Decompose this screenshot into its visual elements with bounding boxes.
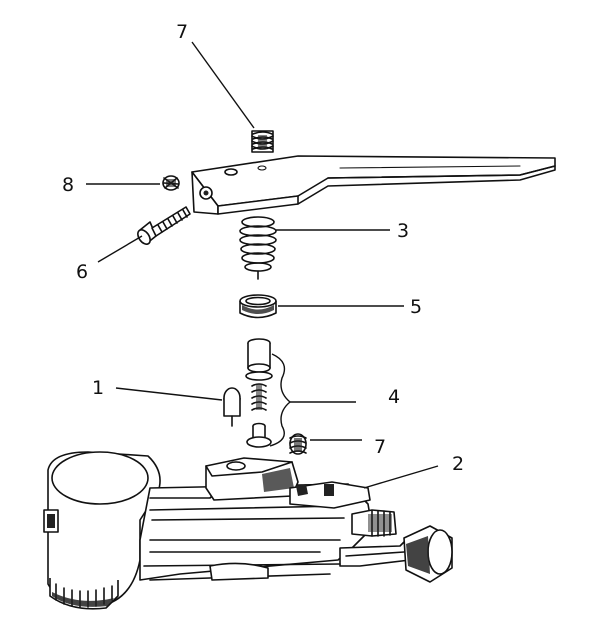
leader-1 — [115, 387, 223, 401]
callout-7-top: 7 — [176, 21, 188, 43]
pin-1 — [223, 387, 241, 427]
leader-2 — [363, 465, 439, 489]
leader-7-top — [191, 41, 255, 129]
ring-5 — [239, 294, 277, 319]
callout-6: 6 — [76, 261, 88, 283]
callout-4: 4 — [388, 386, 400, 408]
leader-lines — [86, 41, 439, 489]
screw-6 — [137, 206, 191, 245]
leader-6 — [97, 235, 143, 263]
spring-7-top — [251, 130, 274, 153]
spring-7-bottom — [289, 433, 307, 455]
spring-8 — [162, 175, 180, 191]
callout-8: 8 — [62, 174, 74, 196]
plunger-assembly-4 — [245, 338, 292, 448]
callout-7-bottom: 7 — [374, 436, 386, 458]
callout-5: 5 — [410, 296, 422, 318]
lever-arm — [191, 155, 556, 215]
spring-3 — [239, 216, 277, 280]
callout-2: 2 — [452, 453, 464, 475]
valve-body-2 — [43, 451, 453, 610]
callout-3: 3 — [397, 220, 409, 242]
callout-1: 1 — [92, 377, 104, 399]
callout-labels: 7 8 6 3 5 1 4 7 2 — [62, 21, 464, 475]
